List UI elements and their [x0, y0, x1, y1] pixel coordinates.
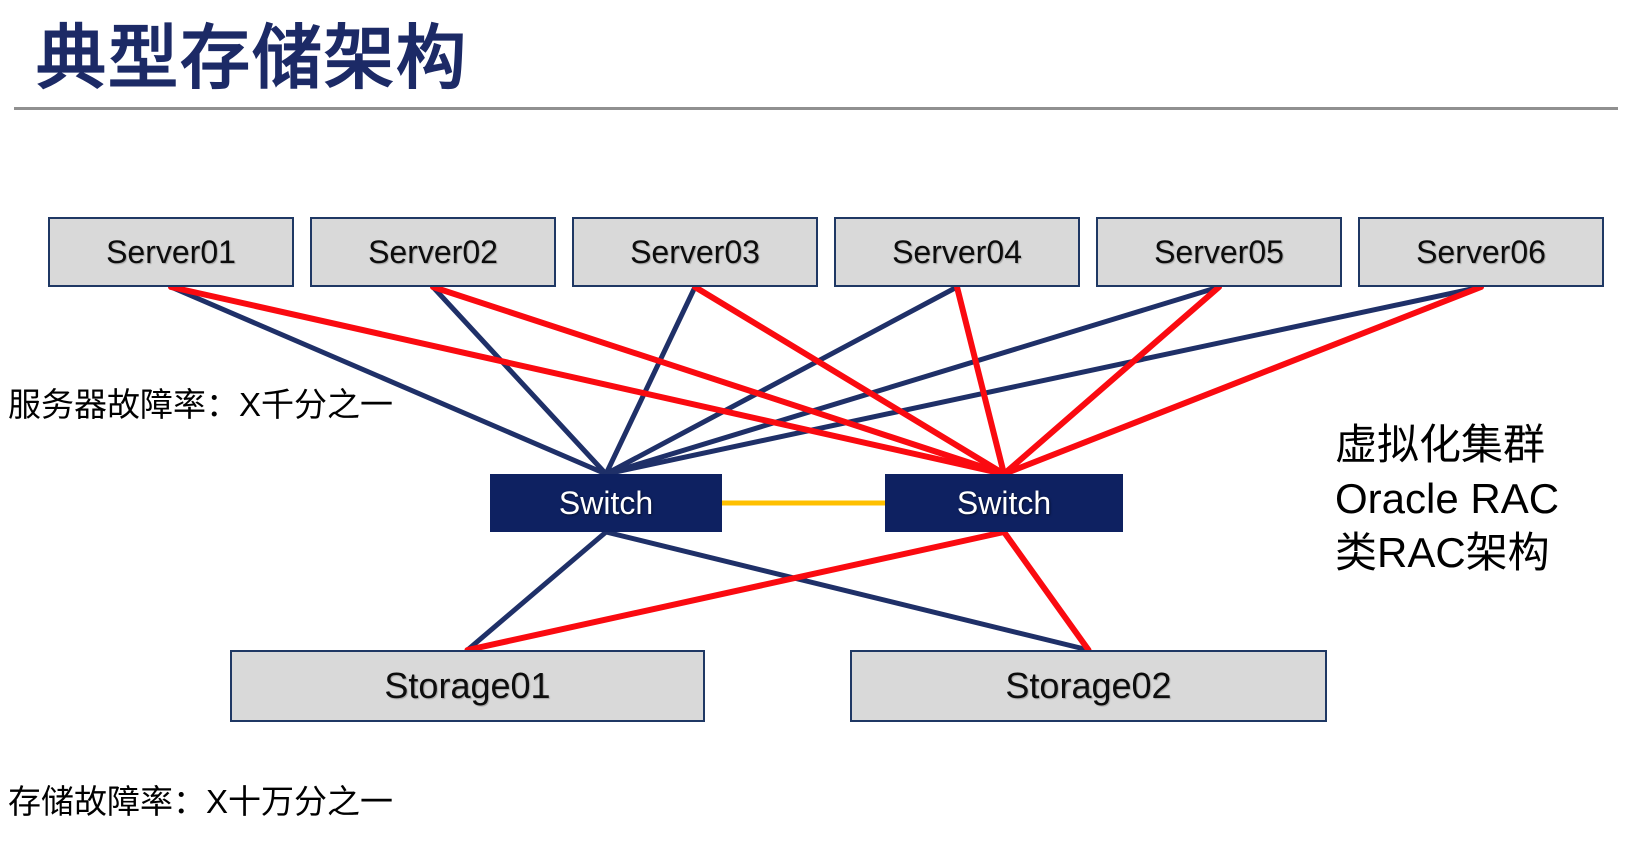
- node-label: Server03: [630, 233, 760, 270]
- edge-server01-switch-a: [168, 284, 609, 477]
- side-note-line: 虚拟化集群: [1335, 421, 1546, 468]
- node-server03: Server03: [572, 217, 818, 287]
- server-failure-rate-label: 服务器故障率：X千分之一: [8, 386, 394, 423]
- node-storage01: Storage01: [230, 650, 705, 722]
- cluster-side-note: 虚拟化集群 Oracle RAC 类RAC架构: [1335, 418, 1559, 580]
- node-label: Switch: [956, 484, 1052, 521]
- edge-server02-switch-a: [430, 284, 609, 477]
- edge-server06-switch-b: [1001, 284, 1484, 477]
- storage-failure-rate-label: 存储故障率：X十万分之一: [8, 783, 394, 820]
- edge-server05-switch-b: [1001, 284, 1222, 477]
- edge-server04-switch-a: [603, 284, 960, 477]
- edge-server03-switch-b: [692, 284, 1007, 477]
- node-server01: Server01: [48, 217, 294, 287]
- node-switch-right: Switch: [885, 474, 1123, 532]
- edge-server02-switch-b: [430, 284, 1007, 477]
- node-label: Server01: [106, 233, 236, 270]
- node-label: Switch: [558, 484, 654, 521]
- side-note-line: 类RAC架构: [1335, 529, 1550, 576]
- node-server06: Server06: [1358, 217, 1604, 287]
- page-title: 典型存储架构: [36, 19, 468, 97]
- node-server02: Server02: [310, 217, 556, 287]
- node-label: Server06: [1416, 233, 1546, 270]
- node-label: Storage02: [1005, 665, 1172, 706]
- node-server05: Server05: [1096, 217, 1342, 287]
- node-server04: Server04: [834, 217, 1080, 287]
- edge-server01-switch-b: [168, 284, 1007, 477]
- node-label: Storage01: [384, 665, 551, 706]
- edge-server03-switch-a: [603, 284, 698, 477]
- node-label: Server04: [892, 233, 1022, 270]
- edge-switch-a-storage01: [465, 529, 609, 653]
- edge-server05-switch-a: [603, 284, 1222, 477]
- node-switch-left: Switch: [490, 474, 722, 532]
- side-note-line: Oracle RAC: [1335, 475, 1560, 522]
- edge-switch-b-storage01: [464, 529, 1007, 653]
- node-storage02: Storage02: [850, 650, 1327, 722]
- node-label: Server05: [1154, 233, 1284, 270]
- edge-server04-switch-b: [954, 284, 1007, 477]
- node-label: Server02: [368, 233, 498, 270]
- edge-switch-b-storage02: [1001, 529, 1092, 653]
- title-divider: [14, 107, 1618, 110]
- edge-switch-a-storage02: [603, 529, 1091, 653]
- edge-server06-switch-a: [603, 284, 1484, 477]
